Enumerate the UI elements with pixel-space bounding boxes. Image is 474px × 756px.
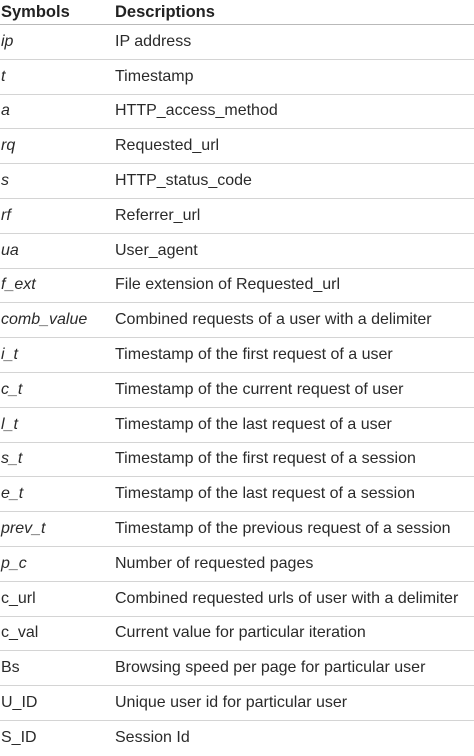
description-cell: Session Id xyxy=(115,729,190,747)
description-cell: Referrer_url xyxy=(115,206,201,224)
symbol-cell: prev_t xyxy=(1,520,46,538)
symbol-cell: f_ext xyxy=(1,276,36,294)
table-row: rq Requested_url xyxy=(0,129,474,165)
table-row: U_ID Unique user id for particular user xyxy=(0,686,474,721)
symbol-cell: rf xyxy=(1,206,11,224)
description-cell: IP address xyxy=(115,32,192,50)
symbol-cell: c_t xyxy=(1,380,23,398)
description-cell: Timestamp xyxy=(115,67,194,85)
description-cell: HTTP_status_code xyxy=(115,172,252,190)
table-row: comb_value Combined requests of a user wi… xyxy=(0,303,474,339)
description-cell: Requested_url xyxy=(115,137,220,155)
symbol-cell: c_val xyxy=(1,624,39,642)
table-body: ip IP address t Timestamp a HTTP_access_metho… xyxy=(0,25,474,756)
description-cell: HTTP_access_method xyxy=(115,102,278,120)
symbol-cell: e_t xyxy=(1,485,24,503)
table-row: i_t Timestamp of the first request of a u… xyxy=(0,338,474,373)
symbol-cell: c_url xyxy=(1,589,36,607)
symbol-cell: s xyxy=(1,172,9,190)
table-row: a HTTP_access_method xyxy=(0,95,474,130)
table-header: Symbols Descriptions xyxy=(0,0,474,25)
symbol-cell: S_ID xyxy=(1,729,37,747)
description-cell: Combined requested urls of user with a d… xyxy=(115,589,459,607)
table-row: ip IP address xyxy=(0,25,474,60)
symbol-cell: s_t xyxy=(1,450,23,468)
table-row: l_t Timestamp of the last request of a us… xyxy=(0,408,474,443)
description-cell: Timestamp of the first request of a sess… xyxy=(115,450,416,468)
header-descriptions: Descriptions xyxy=(115,2,215,21)
description-cell: Timestamp of the last request of a user xyxy=(115,415,392,433)
symbol-cell: a xyxy=(1,102,10,120)
table-row: c_t Timestamp of the current request of u… xyxy=(0,373,474,408)
description-cell: Timestamp of the current request of user xyxy=(115,380,404,398)
symbol-cell: ua xyxy=(1,241,19,259)
table-row: ua User_agent xyxy=(0,234,474,269)
symbol-cell: U_ID xyxy=(1,694,38,712)
symbol-cell: l_t xyxy=(1,415,18,433)
table-row: f_ext File extension of Requested_url xyxy=(0,269,474,304)
description-cell: Browsing speed per page for particular u… xyxy=(115,659,426,677)
symbol-cell: Bs xyxy=(1,659,20,677)
description-cell: Unique user id for particular user xyxy=(115,694,348,712)
symbol-cell: t xyxy=(1,67,6,85)
table-row: Bs Browsing speed per page for particular… xyxy=(0,651,474,687)
table-row: S_ID Session Id xyxy=(0,721,474,756)
symbol-cell: p_c xyxy=(1,554,27,572)
description-cell: User_agent xyxy=(115,241,198,259)
symbol-cell: i_t xyxy=(1,346,18,364)
table-row: rf Referrer_url xyxy=(0,199,474,234)
table-row: s HTTP_status_code xyxy=(0,164,474,199)
symbol-cell: ip xyxy=(1,32,14,50)
symbol-cell: rq xyxy=(1,137,16,155)
description-cell: Current value for particular iteration xyxy=(115,624,366,642)
description-cell: Number of requested pages xyxy=(115,554,314,572)
description-cell: Timestamp of the first request of a user xyxy=(115,346,393,364)
table-row: t Timestamp xyxy=(0,60,474,95)
table-row: p_c Number of requested pages xyxy=(0,547,474,582)
table-row: c_url Combined requested urls of user wit… xyxy=(0,582,474,617)
table-row: prev_t Timestamp of the previous request … xyxy=(0,512,474,547)
description-cell: Combined requests of a user with a delim… xyxy=(115,311,432,329)
description-cell: File extension of Requested_url xyxy=(115,276,341,294)
table-row: e_t Timestamp of the last request of a se… xyxy=(0,477,474,513)
table-row: s_t Timestamp of the first request of a s… xyxy=(0,443,474,478)
description-cell: Timestamp of the previous request of a s… xyxy=(115,520,451,538)
description-cell: Timestamp of the last request of a sessi… xyxy=(115,485,415,503)
table-row: c_val Current value for particular iterat… xyxy=(0,617,474,652)
header-symbols: Symbols xyxy=(1,2,70,21)
symbol-cell: comb_value xyxy=(1,311,88,329)
